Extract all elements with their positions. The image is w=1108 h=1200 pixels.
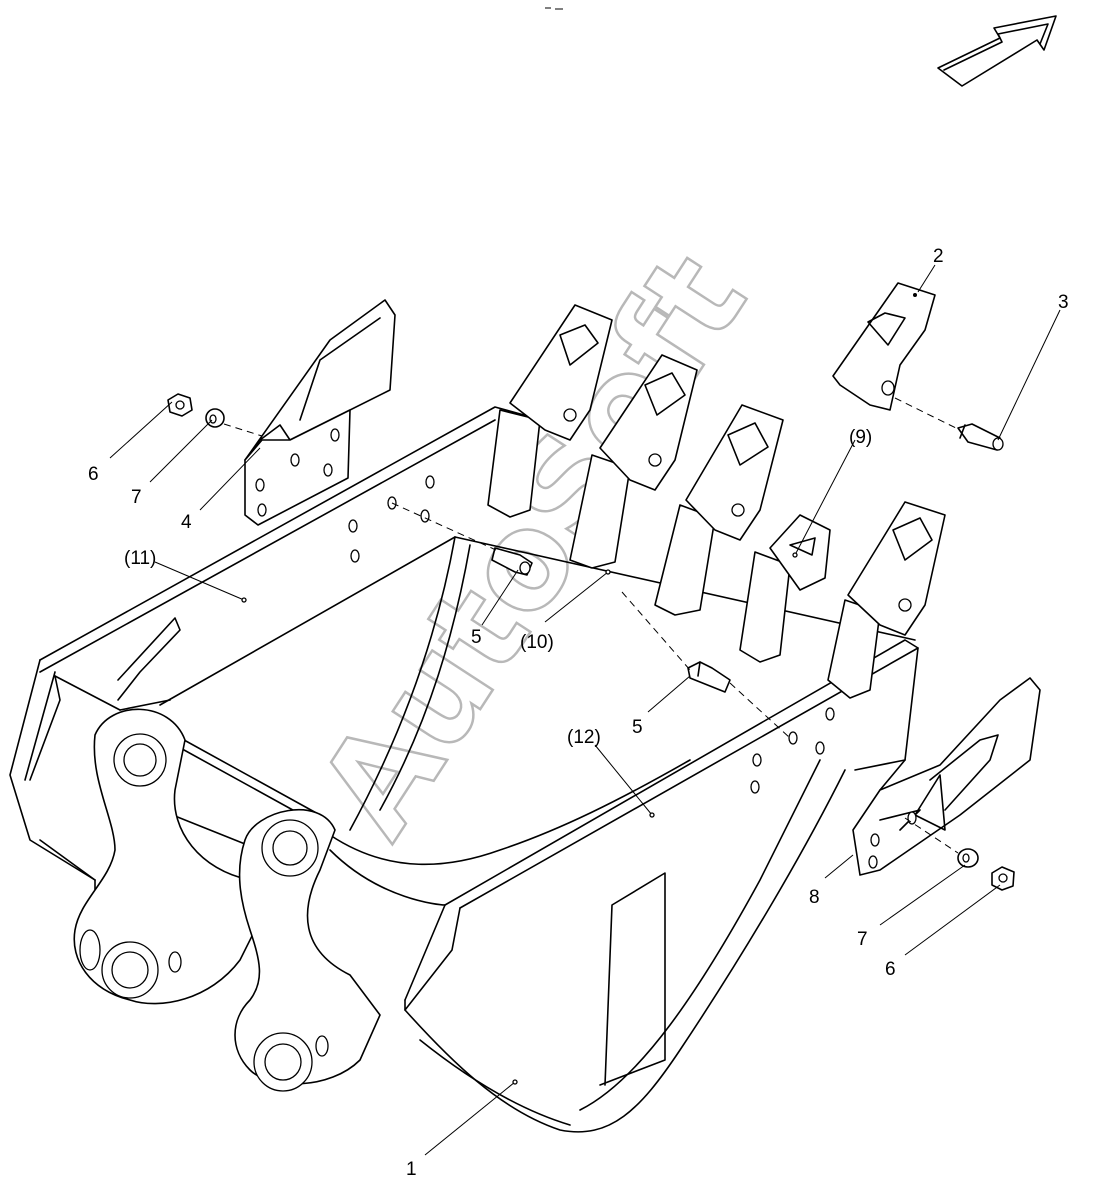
top-mark: [545, 7, 563, 10]
callout-2: 2: [933, 246, 944, 267]
callout-11: (11): [124, 548, 156, 569]
leader-lines: [109, 264, 1061, 1156]
leader-dots: [241, 552, 798, 1085]
tooth-mounted-5: [827, 501, 946, 699]
tooth-mounted-1: [487, 304, 613, 518]
callout-3: 3: [1058, 292, 1069, 313]
nut-part-6b: [991, 866, 1015, 891]
callout-1: 1: [406, 1159, 417, 1180]
tooth-mounted-3: [654, 404, 784, 616]
callout-8: 8: [809, 887, 820, 908]
pin-part-3: [957, 423, 1004, 451]
callout-5-upper: 5: [471, 627, 482, 648]
callout-labels: 2 3 4 6 7 (9) (10) 5 5 (11) (12) 8 7 6 1: [88, 246, 1069, 1180]
callout-5-lower: 5: [632, 717, 643, 738]
bolt-part-5a: [491, 547, 533, 576]
callout-6-right: 6: [885, 959, 896, 980]
side-cutter-part-8: [852, 677, 1041, 876]
washer-part-7a: [205, 408, 225, 428]
hinge-bracket-front: [234, 808, 381, 1092]
assembly-lines: [223, 397, 961, 854]
bucket-body: [9, 406, 919, 1133]
callout-7-left: 7: [131, 487, 142, 508]
callout-12: (12): [567, 727, 601, 748]
nut-part-6a: [167, 393, 193, 417]
tooth-part-2: [832, 282, 936, 411]
tooth-mounted-2: [569, 354, 698, 569]
callout-9: (9): [849, 427, 872, 448]
adapter-9: [739, 514, 831, 663]
callout-4: 4: [181, 512, 192, 533]
washer-part-7b: [957, 848, 979, 868]
bolt-part-5b: [687, 661, 731, 693]
direction-arrow-icon: [937, 15, 1057, 87]
side-cutter-part-4: [244, 299, 396, 526]
callout-10: (10): [520, 632, 554, 653]
callout-7-right: 7: [857, 929, 868, 950]
lip-holes: [348, 475, 835, 794]
callout-6-left: 6: [88, 464, 99, 485]
hinge-bracket-rear: [73, 708, 261, 1005]
